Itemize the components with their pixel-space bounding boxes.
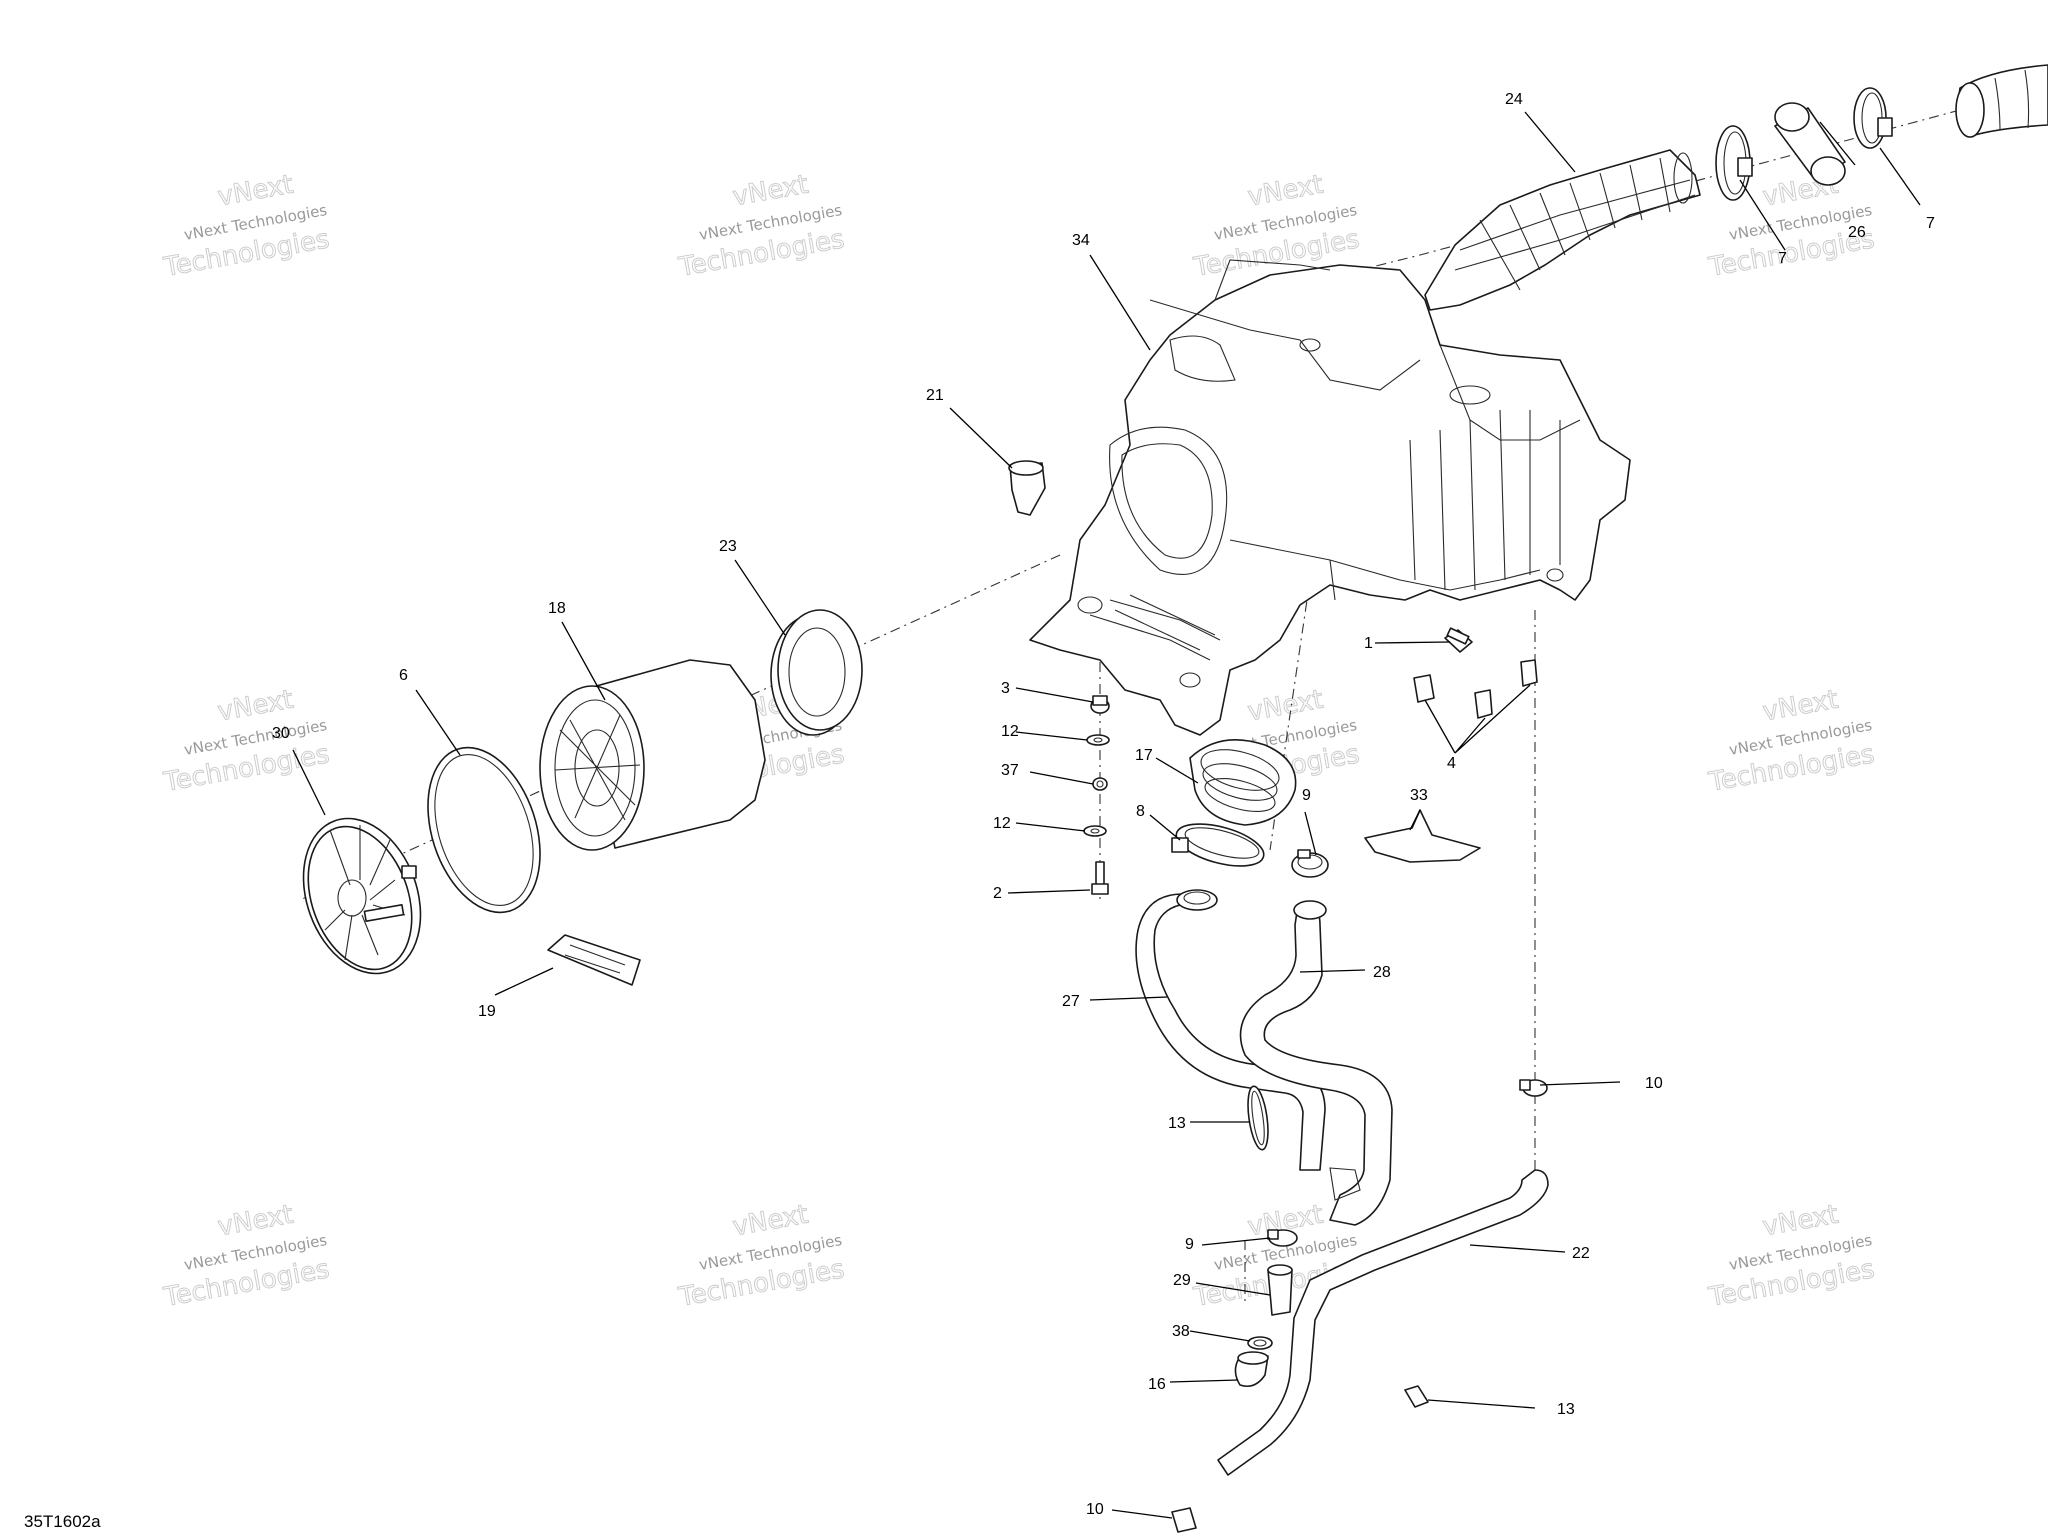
nut-part-3 xyxy=(1090,695,1110,714)
watermark-text: vNext xyxy=(731,170,811,213)
callout-19: 19 xyxy=(478,1003,496,1020)
callout-24: 24 xyxy=(1505,91,1523,108)
washer-part-12-lower xyxy=(1083,825,1107,837)
o-ring-part-13 xyxy=(1247,1085,1269,1151)
callout-38: 38 xyxy=(1172,1323,1190,1340)
filter-seal-ring xyxy=(770,609,863,736)
callout-3: 3 xyxy=(1001,680,1010,697)
filter-cover xyxy=(302,817,422,975)
hose-clamp-part-9-upper xyxy=(1291,849,1329,878)
callout-21: 21 xyxy=(926,387,944,404)
watermark-text: vNext xyxy=(216,1200,296,1243)
callout-17: 17 xyxy=(1135,747,1153,764)
band-clamp-part-8 xyxy=(1171,823,1265,867)
leader-lines xyxy=(292,111,1921,1519)
callout-6: 6 xyxy=(399,667,408,684)
callout-26: 26 xyxy=(1848,224,1866,241)
clip-nut-right xyxy=(1520,659,1538,687)
callout-12-upper: 12 xyxy=(1001,723,1019,740)
callout-28: 28 xyxy=(1373,964,1391,981)
assembly-center-lines xyxy=(299,109,1961,1305)
air-intake-hose xyxy=(1424,149,1701,311)
heat-shield xyxy=(1364,809,1481,863)
callout-18: 18 xyxy=(548,600,566,617)
callout-10-lower: 10 xyxy=(1086,1501,1104,1518)
watermark-text: vNext xyxy=(1761,685,1841,728)
outlet-adapter xyxy=(1189,739,1297,826)
drain-valve xyxy=(1008,460,1046,516)
callout-30: 30 xyxy=(272,725,290,742)
hose-clamp-part-9-lower xyxy=(1267,1229,1298,1247)
washer-part-12-upper xyxy=(1086,734,1110,746)
callout-labels: 24 26 7 7 34 21 23 18 6 30 19 1 3 12 37 … xyxy=(272,91,1935,1518)
hose-clamp-part-10-upper xyxy=(1519,1079,1548,1097)
warning-label xyxy=(547,934,641,986)
callout-8: 8 xyxy=(1136,803,1145,820)
watermark-text: vNext xyxy=(731,1200,811,1243)
watermark-text: vNext xyxy=(1761,1200,1841,1243)
spring-clip-part-38 xyxy=(1247,1336,1273,1350)
callout-12-lower: 12 xyxy=(993,815,1011,832)
watermark-text: vNext xyxy=(216,685,296,728)
callout-9-upper: 9 xyxy=(1302,787,1311,804)
callout-23: 23 xyxy=(719,538,737,555)
hose-clamp-upper-left xyxy=(1715,125,1753,201)
clip-nut-left xyxy=(1413,674,1435,703)
callout-16: 16 xyxy=(1148,1376,1166,1393)
callout-13-lower: 13 xyxy=(1557,1401,1575,1418)
drain-tube-part-22 xyxy=(1217,1169,1549,1476)
callout-22: 22 xyxy=(1572,1245,1590,1262)
fitting-part-13-lower xyxy=(1404,1385,1429,1408)
callout-29: 29 xyxy=(1173,1272,1191,1289)
callout-13-upper: 13 xyxy=(1168,1115,1186,1132)
screw-part-2 xyxy=(1091,861,1109,895)
watermark-text: vNext xyxy=(216,170,296,213)
filter-gasket xyxy=(427,746,541,914)
callout-4: 4 xyxy=(1447,755,1456,772)
drain-cap-part-16 xyxy=(1234,1351,1269,1388)
clip-nut-middle xyxy=(1474,689,1493,719)
callout-34: 34 xyxy=(1072,232,1090,249)
vent-hose-part-28 xyxy=(1239,900,1393,1226)
document-id: 35T1602a xyxy=(24,1512,101,1531)
hose-clamp-upper-right xyxy=(1853,87,1893,149)
air-filter-element xyxy=(539,659,766,851)
air-box-housing xyxy=(1029,259,1631,736)
intake-duct-end xyxy=(1955,64,2048,138)
hose-clamp-part-10-lower xyxy=(1171,1507,1197,1533)
callout-27: 27 xyxy=(1062,993,1080,1010)
callout-1: 1 xyxy=(1364,635,1373,652)
callout-37: 37 xyxy=(1001,762,1019,779)
callout-10-upper: 10 xyxy=(1645,1075,1663,1092)
bolt-part-1 xyxy=(1444,627,1473,653)
coupling-sleeve xyxy=(1774,102,1846,186)
callout-7-left: 7 xyxy=(1778,250,1787,267)
watermark-text: vNext xyxy=(1246,685,1326,728)
vent-hose-part-27 xyxy=(1135,889,1326,1171)
connector-part-29 xyxy=(1267,1264,1293,1316)
watermark-text: vNext xyxy=(1246,170,1326,213)
callout-7-right: 7 xyxy=(1926,215,1935,232)
callout-9-lower: 9 xyxy=(1185,1236,1194,1253)
grommet-part-37 xyxy=(1092,777,1108,791)
callout-2: 2 xyxy=(993,885,1002,902)
callout-33: 33 xyxy=(1410,787,1428,804)
